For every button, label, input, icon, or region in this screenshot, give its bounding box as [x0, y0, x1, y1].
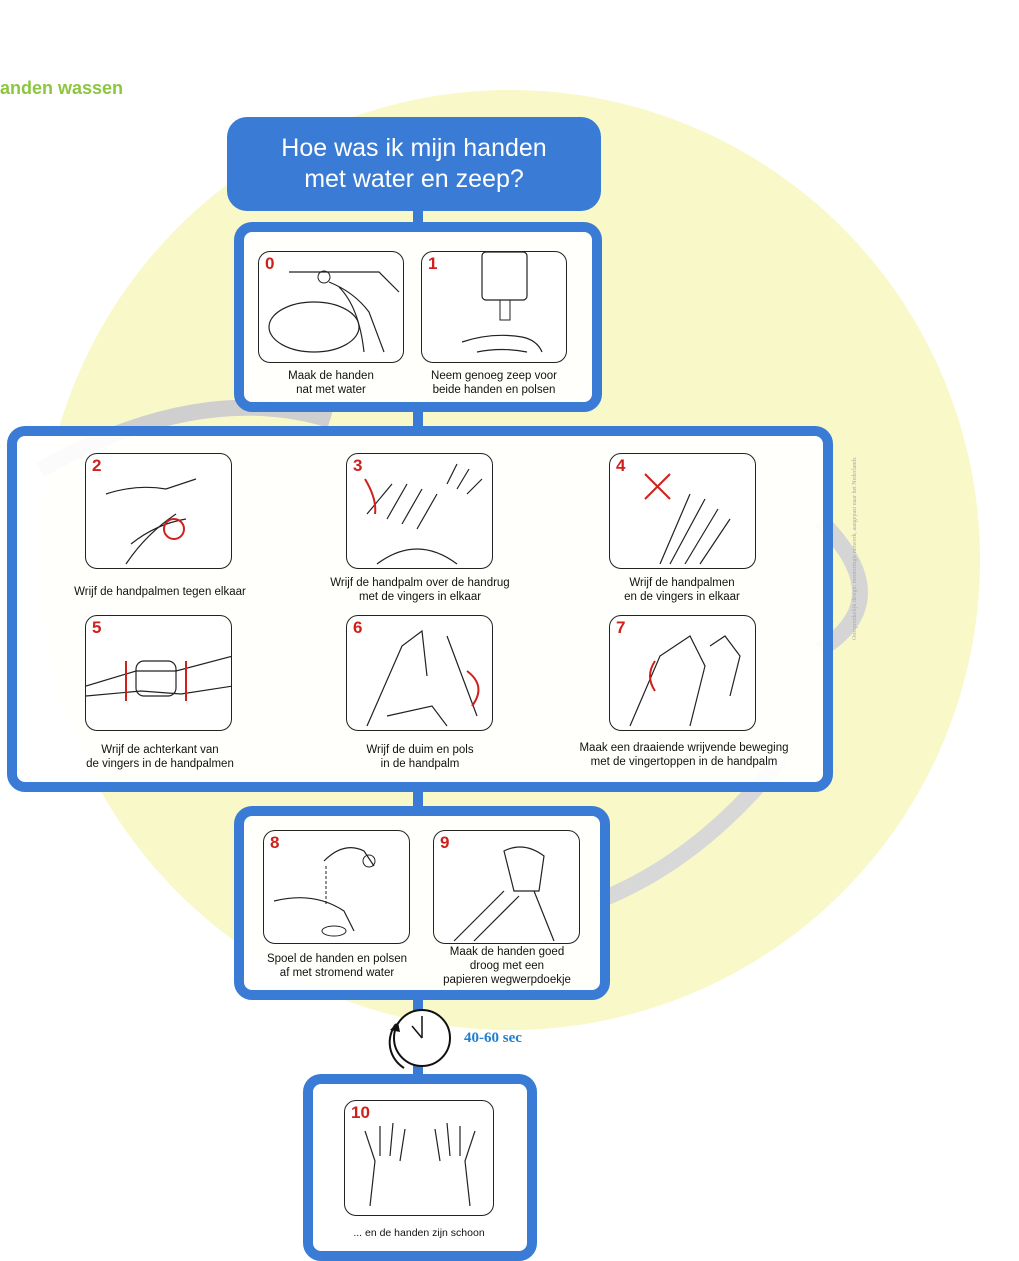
step-card-5: 5 — [85, 615, 232, 731]
step-number: 9 — [440, 833, 450, 852]
step-caption-1: Neem genoeg zeep voor beide handen en po… — [431, 370, 557, 396]
flow-connector — [413, 405, 423, 435]
step-caption-10: ... en de handen zijn schoon — [353, 1227, 485, 1239]
step-number: 0 — [265, 254, 275, 273]
step-number: 6 — [353, 618, 363, 637]
title-box: Hoe was ik mijn handen met water en zeep… — [227, 117, 601, 211]
step-card-9: 9 — [433, 830, 580, 944]
step-card-0: 0 — [258, 251, 404, 363]
step-card-10: 10 — [344, 1100, 494, 1216]
step-card-1: 1 — [421, 251, 567, 363]
step-number: 8 — [270, 833, 280, 852]
step-card-2: 2 — [85, 453, 232, 569]
title-line-2: met water en zeep? — [304, 165, 524, 193]
drying-with-towel-illustration — [453, 846, 555, 942]
step-caption-3: Wrijf de handpalm over de handrug met de… — [330, 577, 510, 603]
step-caption-0: Maak de handen nat met water — [288, 370, 374, 396]
hands-under-tap-illustration — [268, 270, 400, 353]
fingers-interlaced-illustration — [644, 473, 731, 565]
palm-over-back-illustration — [364, 463, 483, 565]
stopwatch-icon — [388, 1009, 451, 1069]
clean-hands-illustration — [364, 1122, 476, 1207]
title-line-1: Hoe was ik mijn handen — [281, 134, 547, 162]
step-number: 1 — [428, 254, 438, 273]
step-caption-9: Maak de handen goed droog met een papier… — [443, 946, 571, 986]
timer-label: 40-60 sec — [464, 1030, 522, 1046]
palms-together-illustration — [105, 478, 197, 565]
step-caption-6: Wrijf de duim en pols in de handpalm — [366, 744, 474, 770]
step-card-4: 4 — [609, 453, 756, 569]
step-number: 5 — [92, 618, 102, 637]
flow-connector — [413, 785, 423, 815]
step-caption-2: Wrijf de handpalmen tegen elkaar — [74, 586, 246, 598]
step-caption-5: Wrijf de achterkant van de vingers in de… — [86, 744, 234, 770]
step-number: 2 — [92, 456, 102, 475]
thumb-in-palm-illustration — [366, 629, 480, 727]
soap-dispenser-illustration — [461, 252, 543, 353]
side-credit: Oorspronkelijk design: mentoringis netwo… — [852, 457, 858, 640]
step-card-3: 3 — [346, 453, 493, 569]
flow-connector — [413, 205, 423, 230]
step-number: 4 — [616, 456, 626, 475]
page-heading: anden wassen — [0, 78, 124, 98]
step-caption-8: Spoel de handen en polsen af met stromen… — [266, 953, 408, 979]
step-caption-7: Maak een draaiende wrijvende beweging me… — [579, 742, 789, 768]
rinse-under-tap-illustration — [273, 847, 376, 937]
step-caption-4: Wrijf de handpalmen en de vingers in elk… — [624, 577, 740, 603]
step-number: 3 — [353, 456, 363, 475]
step-card-8: 8 — [263, 830, 410, 944]
step-card-6: 6 — [346, 615, 493, 731]
step-number: 7 — [616, 618, 626, 637]
step-card-7: 7 — [609, 615, 756, 731]
backs-of-fingers-illustration — [86, 655, 231, 701]
step-number: 10 — [351, 1103, 370, 1122]
fingertips-in-palm-illustration — [629, 635, 741, 727]
